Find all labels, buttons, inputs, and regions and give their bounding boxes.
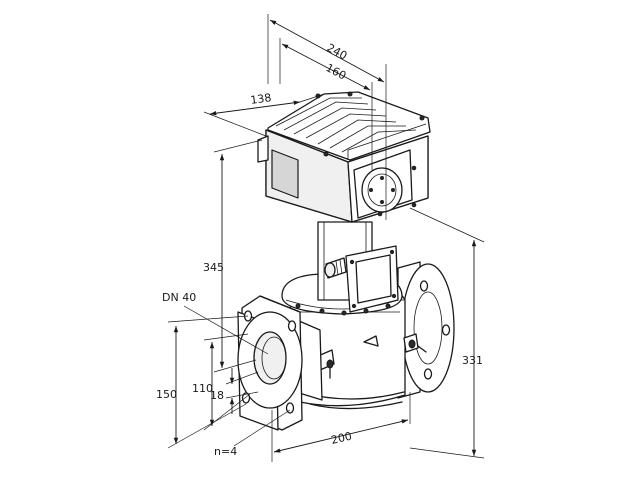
cable-gland [324,257,347,279]
dim-331-label: 331 [462,354,483,367]
dim-160-label: 160 [324,61,349,82]
dimension-lines [167,14,485,462]
dim-110-label: 110 [192,382,213,395]
flow-arrow-icon [363,335,379,347]
dim-345-label: 345 [203,261,224,274]
dim-18-label: 18 [210,389,224,402]
bonnet-bolts [295,303,391,316]
dim-240-label: 240 [325,41,350,62]
dn-label: DN 40 [162,291,196,304]
bolt-count-label: n=4 [214,445,237,458]
terminal-box [345,245,399,313]
dim-138-label: 138 [250,91,273,107]
dim-200-label: 200 [330,430,353,447]
dim-150-label: 150 [156,388,177,401]
right-flange [397,261,455,399]
pressure-nipple-right [403,333,427,353]
left-flange [237,295,323,431]
actuator-head [257,91,431,223]
